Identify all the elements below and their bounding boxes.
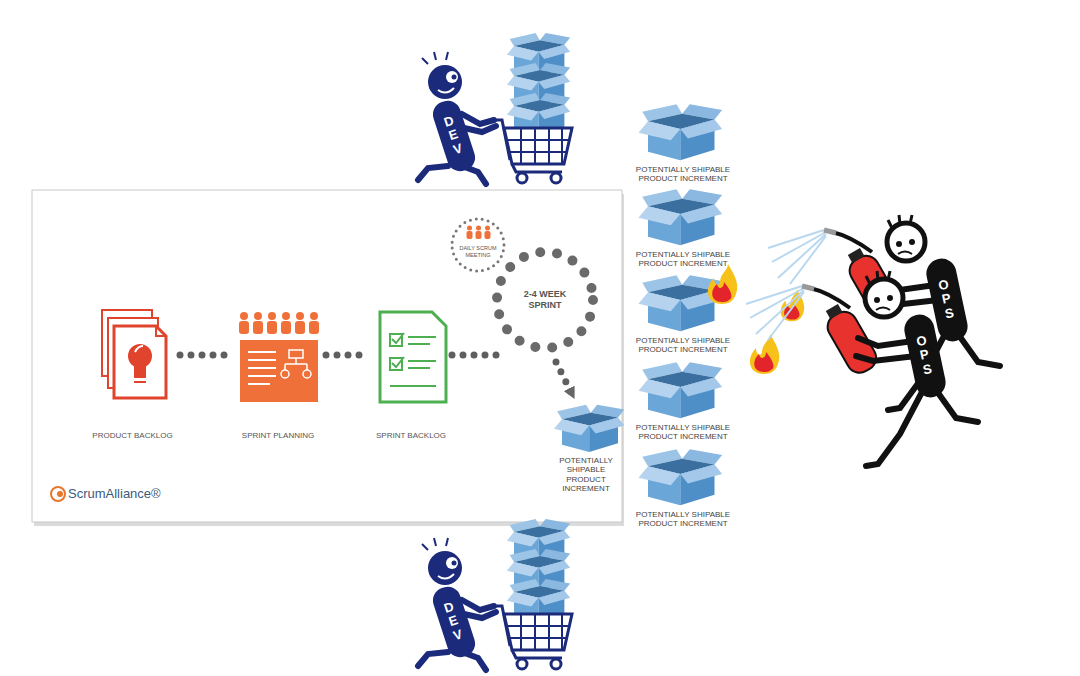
shipping-box bbox=[639, 104, 723, 160]
developer-figure bbox=[418, 519, 572, 670]
role-label: OPS bbox=[914, 333, 936, 378]
role-label: DEV bbox=[441, 599, 467, 644]
scrum-panel bbox=[32, 190, 624, 526]
scrum-panel bbox=[32, 190, 622, 522]
role-badge: OPS bbox=[936, 277, 958, 322]
product-backlog-icon bbox=[102, 310, 166, 398]
sprint-planning-icon bbox=[240, 340, 318, 402]
product-backlog-icon bbox=[134, 366, 146, 378]
increment-box: POTENTIALLY SHIPABLE PRODUCT INCREMENT bbox=[620, 447, 746, 531]
increment-box: POTENTIALLY SHIPABLE PRODUCT INCREMENT bbox=[620, 102, 746, 186]
product-backlog-icon bbox=[114, 326, 166, 398]
sprint-planning-icon bbox=[248, 352, 276, 384]
daily-scrum-ring bbox=[452, 219, 504, 271]
scrum-alliance-logo bbox=[51, 487, 65, 501]
node-label: PRODUCT BACKLOG bbox=[92, 431, 172, 441]
sprint-cycle-dots bbox=[497, 252, 593, 348]
sprint-backlog-icon bbox=[380, 312, 446, 402]
shipping-box bbox=[639, 449, 723, 505]
sprint-planning-stage: SPRINT PLANNING bbox=[230, 305, 326, 445]
logo-text: ScrumAlliance® bbox=[68, 486, 161, 502]
node-label: DAILY SCRUM MEETING bbox=[456, 245, 500, 258]
node-label: POTENTIALLY SHIPABLE PRODUCT INCREMENT bbox=[548, 456, 624, 494]
role-badge: OPS bbox=[914, 333, 936, 378]
sprint-backlog-stage: SPRINT BACKLOG bbox=[370, 305, 452, 445]
increment-box: POTENTIALLY SHIPABLE PRODUCT INCREMENT bbox=[544, 398, 628, 496]
node-label: SPRINT BACKLOG bbox=[376, 431, 446, 441]
increment-box: POTENTIALLY SHIPABLE PRODUCT INCREMENT bbox=[620, 187, 746, 271]
dotted-flow-connector bbox=[452, 352, 497, 359]
scrum-framework-panel: ScrumAlliance® PRODUCT BACKLOG SPRINT PLAN… bbox=[32, 190, 622, 522]
scrum-alliance-logo bbox=[51, 487, 65, 501]
product-backlog-stage: PRODUCT BACKLOG bbox=[85, 305, 180, 445]
sprint-cycle-dots bbox=[497, 252, 593, 348]
product-backlog-icon bbox=[134, 381, 146, 383]
shipping-box bbox=[554, 405, 624, 452]
node-label: POTENTIALLY SHIPABLE PRODUCT INCREMENT bbox=[624, 510, 742, 529]
operations-figure bbox=[746, 271, 978, 466]
shipping-box bbox=[639, 275, 723, 331]
sprint-planning-icon bbox=[281, 370, 289, 378]
fire-flame bbox=[750, 334, 779, 374]
sprint-planning-icon bbox=[237, 311, 321, 335]
developer-figure bbox=[418, 33, 572, 184]
sprint-planning-icon bbox=[303, 370, 311, 378]
increment-box: POTENTIALLY SHIPABLE PRODUCT INCREMENT bbox=[620, 360, 746, 444]
shipping-box bbox=[639, 189, 723, 245]
fire-flame bbox=[708, 264, 737, 304]
daily-scrum-circle: DAILY SCRUM MEETING bbox=[450, 217, 506, 273]
sprint-planning-icon bbox=[289, 350, 303, 358]
product-backlog-icon bbox=[135, 346, 143, 352]
sprint-backlog-icon bbox=[380, 312, 446, 402]
daily-scrum-ring bbox=[465, 225, 492, 240]
role-badge: DEV bbox=[441, 599, 467, 644]
node-label: POTENTIALLY SHIPABLE PRODUCT INCREMENT bbox=[624, 423, 742, 442]
role-label: DEV bbox=[441, 113, 467, 158]
daily-scrum-ring bbox=[452, 219, 504, 271]
sprint-backlog-icon bbox=[408, 337, 436, 344]
shipping-box bbox=[639, 362, 723, 418]
increment-box: POTENTIALLY SHIPABLE PRODUCT INCREMENT bbox=[620, 273, 746, 357]
node-label: SPRINT PLANNING bbox=[242, 431, 314, 441]
node-label: POTENTIALLY SHIPABLE PRODUCT INCREMENT bbox=[624, 336, 742, 355]
sprint-backlog-icon bbox=[392, 357, 404, 367]
product-backlog-icon bbox=[128, 344, 152, 368]
dotted-flow-connector bbox=[326, 352, 370, 359]
role-label: OPS bbox=[936, 277, 958, 322]
dotted-flow-connector bbox=[180, 352, 230, 359]
sprint-cycle: 2-4 WEEK SPRINT bbox=[497, 250, 593, 362]
node-label: POTENTIALLY SHIPABLE PRODUCT INCREMENT bbox=[624, 165, 742, 184]
dotted-flow-connector bbox=[556, 362, 574, 398]
sprint-backlog-icon bbox=[392, 333, 404, 343]
node-label: POTENTIALLY SHIPABLE PRODUCT INCREMENT bbox=[624, 250, 742, 269]
sprint-planning-icon bbox=[237, 311, 321, 402]
role-badge: DEV bbox=[441, 113, 467, 158]
scrum-alliance-logo bbox=[57, 491, 63, 497]
node-label: 2-4 WEEK SPRINT bbox=[515, 289, 575, 311]
sprint-backlog-icon bbox=[390, 361, 436, 386]
sprint-planning-icon bbox=[285, 358, 307, 370]
product-backlog-icon bbox=[156, 326, 166, 336]
